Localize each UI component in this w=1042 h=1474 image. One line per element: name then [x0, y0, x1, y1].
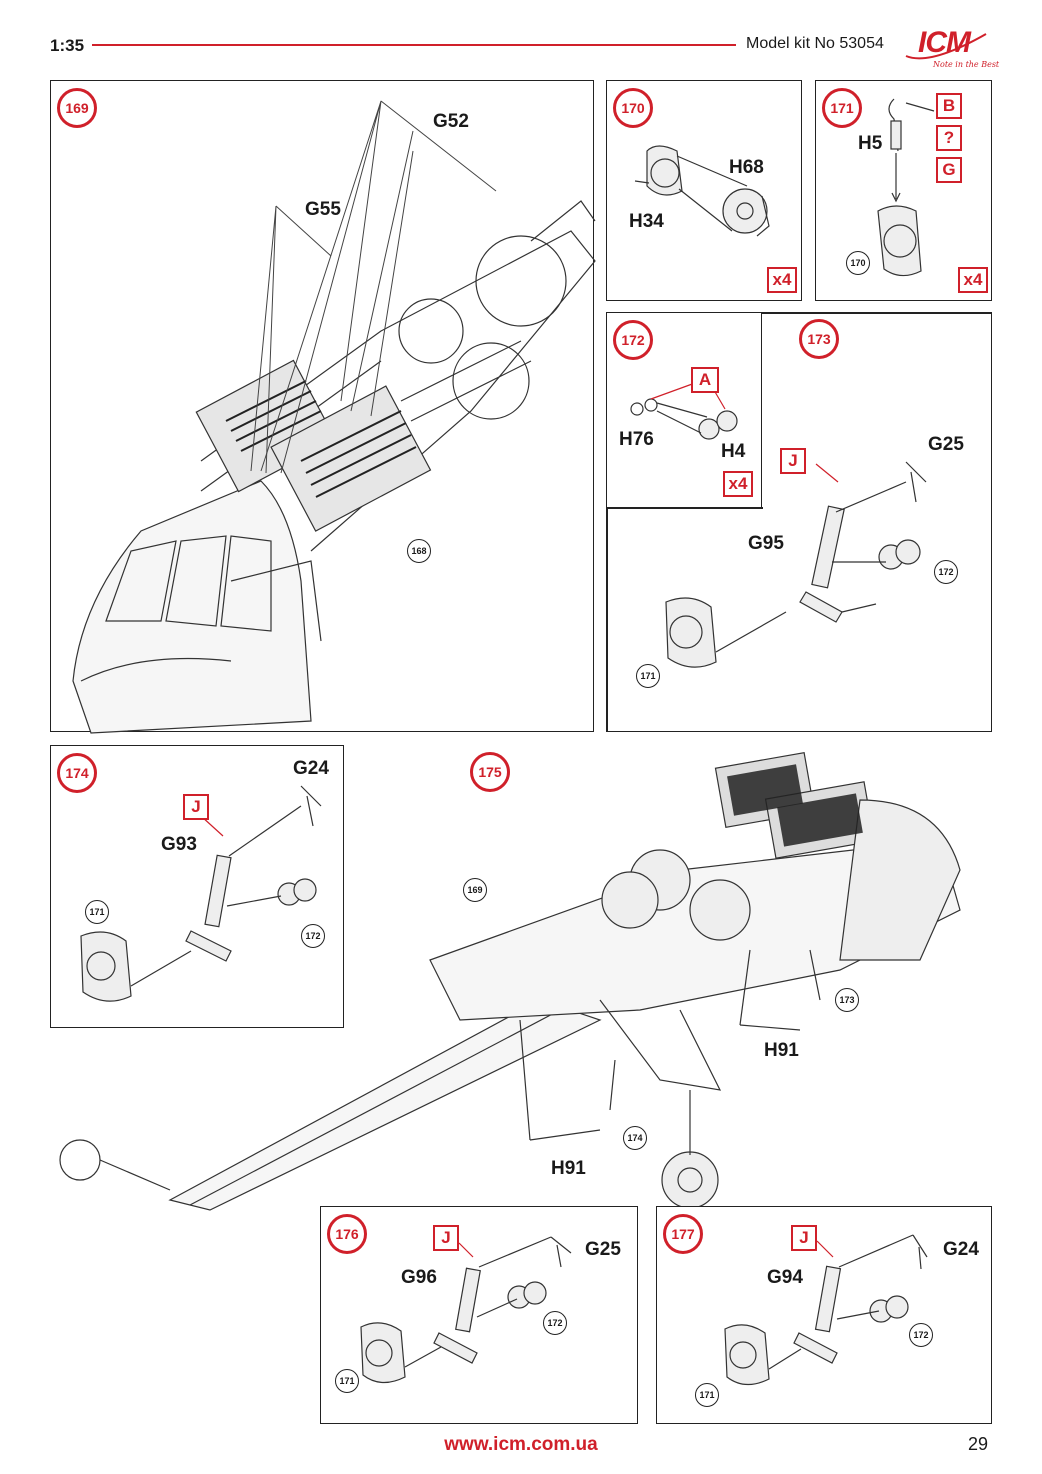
step-172-panel: 172 A H76 H4 x4	[606, 312, 762, 508]
step-171-panel: 171 H5 B ? G 170 x4	[815, 80, 992, 301]
step-ref-168: 168	[407, 539, 431, 563]
landing-gear-176-drawing	[360, 1236, 572, 1384]
part-label: H4	[721, 441, 746, 462]
step-ref-172: 172	[909, 1323, 933, 1347]
part-label: G96	[401, 1267, 437, 1288]
quantity-badge: x4	[767, 267, 797, 293]
step-ref-171: 171	[636, 664, 660, 688]
part-label: G25	[585, 1239, 621, 1260]
part-label: G55	[305, 199, 341, 220]
part-label: G24	[293, 758, 329, 779]
step-173-panel	[606, 312, 992, 732]
part-label: G95	[748, 533, 784, 554]
step-170-badge: 170	[613, 88, 653, 128]
paint-code-box: J	[183, 794, 209, 820]
helicopter-front-drawing	[72, 100, 596, 734]
paint-code-box: J	[433, 1225, 459, 1251]
step-177-panel: 177 J G24 G94 172 171	[656, 1206, 992, 1424]
step-174-panel: 174 G24 J G93 171 172	[50, 745, 344, 1028]
part-label: H91	[764, 1040, 799, 1061]
part-label: H91	[551, 1158, 586, 1179]
paint-code-box: J	[780, 448, 806, 474]
page-number: 29	[968, 1434, 989, 1454]
step-ref-169: 169	[463, 878, 487, 902]
paint-code-box: G	[936, 157, 962, 183]
helicopter-side-drawing	[59, 751, 961, 1211]
step-ref-172: 172	[934, 560, 958, 584]
step-ref-172: 172	[301, 924, 325, 948]
kit-number: Model kit No 53054	[746, 35, 884, 52]
step-177-badge: 177	[663, 1214, 703, 1254]
step-ref-172: 172	[543, 1311, 567, 1335]
wheel-hub-drawing	[634, 145, 770, 237]
step-173-border	[762, 312, 992, 314]
part-label: H76	[619, 429, 654, 450]
part-label: G25	[928, 434, 964, 455]
step-173-border	[606, 507, 608, 732]
step-ref-171: 171	[335, 1369, 359, 1393]
step-173-badge: 173	[799, 319, 839, 359]
step-174-badge: 174	[57, 753, 97, 793]
light-assembly-drawing	[630, 382, 738, 440]
landing-gear-174-drawing	[80, 785, 322, 1002]
part-label: G24	[943, 1239, 979, 1260]
paint-code-box: J	[791, 1225, 817, 1251]
paint-code-box: B	[936, 93, 962, 119]
step-169-panel: 169	[50, 80, 596, 734]
landing-gear-177-drawing	[724, 1234, 928, 1386]
wheel-hook-drawing	[877, 98, 935, 277]
part-label: G94	[767, 1267, 803, 1288]
part-label: H68	[729, 157, 764, 178]
paint-code-box: ?	[936, 125, 962, 151]
step-173-border	[606, 507, 763, 509]
part-label: H34	[629, 211, 664, 232]
step-172-badge: 172	[613, 320, 653, 360]
step-176-badge: 176	[327, 1214, 367, 1254]
logo-swoosh-icon	[905, 33, 987, 60]
step-175-badge: 175	[470, 752, 510, 792]
icm-logo: ICM Note in the Best	[900, 26, 999, 76]
quantity-badge: x4	[723, 471, 753, 497]
part-label: G93	[161, 834, 197, 855]
step-ref-171: 171	[695, 1383, 719, 1407]
paint-code-box: A	[691, 367, 719, 393]
step-ref-173: 173	[835, 988, 859, 1012]
header-divider	[92, 44, 736, 46]
landing-gear-173-drawing	[665, 461, 927, 668]
step-ref-174: 174	[623, 1126, 647, 1150]
step-ref-170: 170	[846, 251, 870, 275]
step-176-panel: 176 J G25 G96 172 171	[320, 1206, 638, 1424]
logo-tagline: Note in the Best	[933, 60, 1000, 69]
quantity-badge: x4	[958, 267, 988, 293]
step-171-badge: 171	[822, 88, 862, 128]
part-label: G52	[433, 111, 469, 132]
website-link[interactable]: www.icm.com.ua	[444, 1434, 598, 1455]
part-label: H5	[858, 133, 883, 154]
logo-text: ICM	[918, 26, 971, 59]
step-169-badge: 169	[57, 88, 97, 128]
step-ref-171: 171	[85, 900, 109, 924]
scale-label: 1:35	[50, 36, 85, 55]
step-170-panel: 170 H68 H34 x4	[606, 80, 802, 301]
